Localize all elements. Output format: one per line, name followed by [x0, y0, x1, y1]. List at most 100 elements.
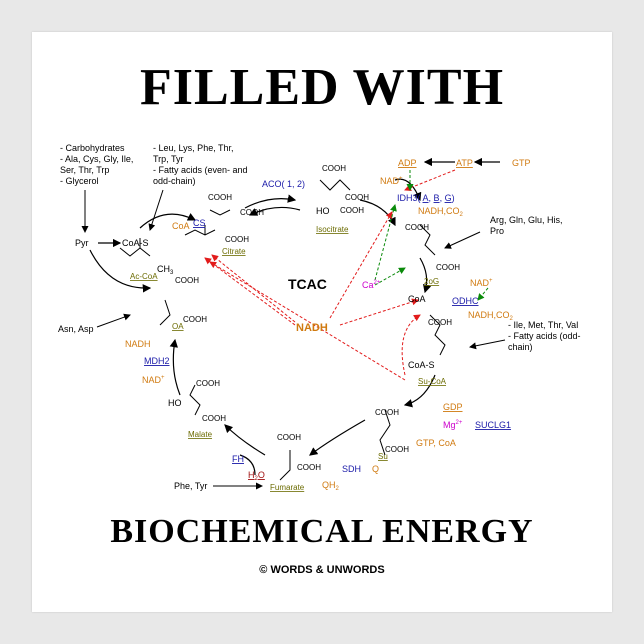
label-asn-asp: Asn, Asp: [58, 324, 94, 334]
ile-input-line: - Fatty acids (odd-: [508, 331, 581, 341]
label-coa-released: CoA: [172, 221, 190, 231]
ile-input-line: chain): [508, 342, 533, 352]
left-input-line: - Ala, Cys, Gly, Ile,: [60, 154, 133, 164]
cooh-label: COOH: [322, 164, 346, 173]
arrow-akg-to-succoa: [419, 257, 432, 294]
arrow-succinate-to-fumarate: [309, 419, 366, 456]
arrow-input-to-accoa: [148, 189, 164, 231]
left-input-line: Ser, Thr, Trp: [60, 165, 109, 175]
label-nadh-center: NADH: [296, 322, 328, 334]
label-suclg1: SUCLG1: [475, 420, 511, 430]
arrow-isocitrate-to-akg: [359, 199, 396, 227]
label-sdh: SDH: [342, 464, 361, 474]
label-nadh-co2-top: NADH,CO2: [418, 206, 464, 218]
cooh-label: COOH: [208, 193, 232, 202]
ile-input-line: - Ile, Met, Thr, Val: [508, 320, 578, 330]
arrow-h2o: [239, 454, 256, 476]
mid-input-list: - Leu, Lys, Phe, Thr, Trp, Tyr - Fatty a…: [153, 143, 248, 186]
label-aco: ACO( 1, 2): [262, 179, 305, 189]
label-2og: 2oG: [424, 277, 439, 286]
cooh-label: COOH: [240, 208, 264, 217]
cooh-label: COOH: [277, 433, 301, 442]
cooh-label: COOH: [340, 206, 364, 215]
label-coas: CoA-S: [122, 238, 149, 248]
label-fh: FH: [232, 454, 244, 464]
arrow-input-to-succoa: [469, 339, 506, 350]
arrow-nad-to-nadh: [394, 178, 422, 202]
label-oa: OA: [172, 322, 184, 331]
arrow-ca-activate-idh: [374, 204, 397, 281]
right-input-line: Pro: [490, 226, 504, 236]
arrow-atp-inhibit: [404, 169, 456, 192]
mid-input-line: Trp, Tyr: [153, 154, 184, 164]
label-fumarate: Fumarate: [270, 483, 305, 492]
label-magnesium: Mg2+: [443, 420, 463, 430]
label-citrate: Citrate: [222, 247, 246, 256]
label-gtp-coa: GTP, CoA: [416, 438, 456, 448]
arrow-asn-to-oa: [96, 313, 131, 328]
label-ho-isocitrate: HO: [316, 206, 330, 216]
label-q: Q: [372, 464, 379, 474]
label-mdh2: MDH2: [144, 356, 170, 366]
arrow-isocitrate-to-citrate: [248, 206, 301, 216]
label-odhc: ODHC: [452, 296, 479, 306]
mid-input-line: odd-chain): [153, 176, 196, 186]
arrow-citrate-to-isocitrate: [244, 194, 297, 209]
cooh-label: COOH: [345, 193, 369, 202]
mid-input-line: - Fatty acids (even- and: [153, 165, 248, 175]
mid-input-line: - Leu, Lys, Phe, Thr,: [153, 143, 234, 153]
poster-title-bottom: BIOCHEMICAL ENERGY: [110, 513, 534, 550]
label-nadh-left: NADH: [125, 339, 151, 349]
label-succinate: Su: [378, 452, 388, 461]
cooh-label: COOH: [175, 276, 199, 285]
label-isocitrate: Isocitrate: [316, 225, 349, 234]
cooh-label: COOH: [428, 318, 452, 327]
label-adp: ADP: [398, 158, 417, 168]
label-coa: CoA: [408, 294, 426, 304]
cooh-groups: COOH COOH COOH COOH COOH COOH COOH COOH …: [175, 164, 460, 472]
label-accoa: Ac-CoA: [130, 272, 158, 281]
label-succoa: Su-CoA: [418, 377, 447, 386]
label-pyr: Pyr: [75, 238, 89, 248]
left-input-line: - Carbohydrates: [60, 143, 125, 153]
arrow-ca-activate-odhc: [374, 267, 406, 286]
cooh-label: COOH: [196, 379, 220, 388]
arrow-pyr-to-oa: [89, 249, 152, 293]
label-ho-malate: HO: [168, 398, 182, 408]
right-input-line: Arg, Gln, Glu, His,: [490, 215, 563, 225]
label-malate: Malate: [188, 430, 213, 439]
label-phe-tyr: Phe, Tyr: [174, 481, 207, 491]
label-tcac: TCAC: [288, 276, 327, 292]
arrow-accoa-to-citrate: [139, 213, 197, 229]
label-gdp: GDP: [443, 402, 463, 412]
label-gtp: GTP: [512, 158, 531, 168]
label-nad-plus-odhc: NAD+: [470, 278, 493, 288]
cooh-label: COOH: [436, 263, 460, 272]
label-ch3: CH3: [157, 264, 174, 276]
cooh-label: COOH: [385, 445, 409, 454]
label-atp: ATP: [456, 158, 473, 168]
cooh-label: COOH: [375, 408, 399, 417]
arrow-nadh-inhibit-1: [204, 257, 296, 326]
ile-input-list: - Ile, Met, Thr, Val - Fatty acids (odd-…: [508, 320, 581, 352]
arrow-succoa-feedback: [401, 314, 421, 376]
label-nad-plus-top: NAD+: [380, 176, 403, 186]
cooh-label: COOH: [183, 315, 207, 324]
label-coas-succoa: CoA-S: [408, 360, 435, 370]
poster-title-top: FILLED WITH: [139, 59, 505, 116]
label-qh2: QH2: [322, 480, 340, 492]
copyright-notice: © WORDS & UNWORDS: [259, 564, 385, 576]
label-idh3: IDH3( A, B, G): [397, 193, 455, 203]
arrow-succoa-inhibit: [209, 261, 406, 381]
arrow-nadh-inhibit-4: [339, 298, 419, 326]
arrow-succoa-to-succinate: [403, 374, 436, 408]
cooh-label: COOH: [202, 414, 226, 423]
left-input-list: - Carbohydrates - Ala, Cys, Gly, Ile, Se…: [60, 143, 133, 186]
poster-background: [32, 32, 612, 612]
left-input-line: - Glycerol: [60, 176, 99, 186]
label-cs: CS: [193, 218, 206, 228]
cooh-label: COOH: [225, 235, 249, 244]
arrow-fumarate-to-malate: [224, 424, 266, 456]
arrow-nadh-inhibit-3: [329, 211, 393, 319]
